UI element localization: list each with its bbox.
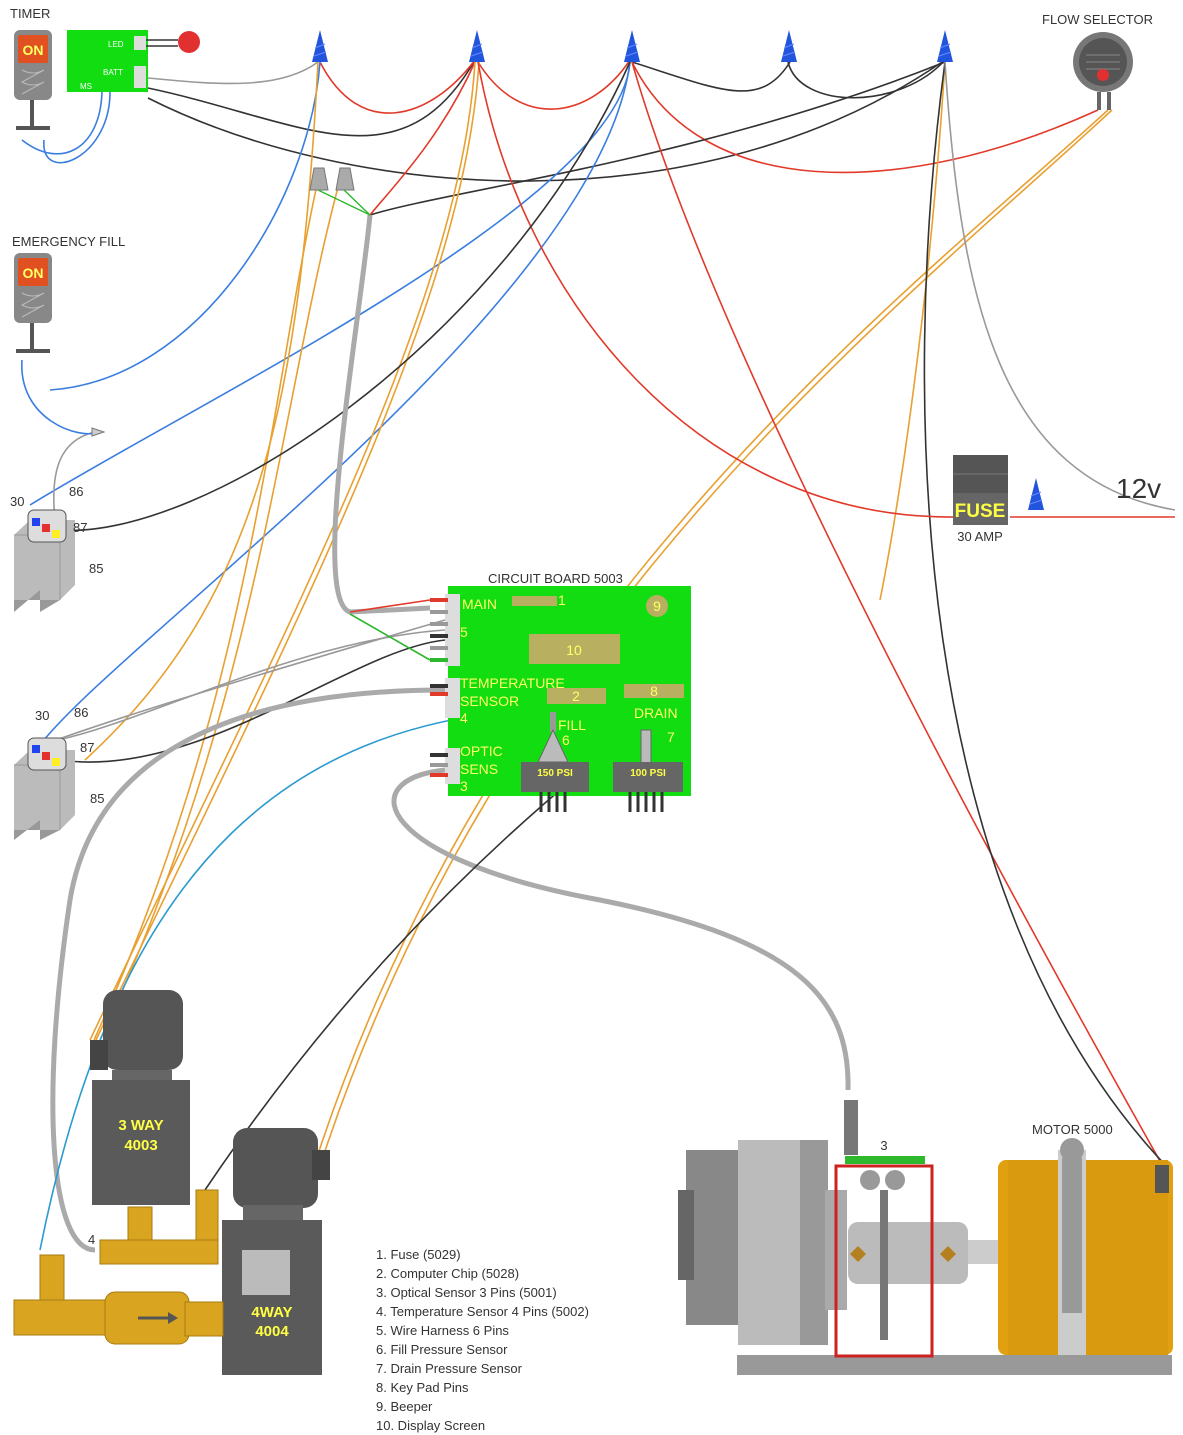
gray-connectors	[309, 167, 371, 216]
legend-item: 9. Beeper	[376, 1399, 433, 1414]
board-num-7: 7	[667, 729, 675, 745]
voltage-label: 12v	[1116, 473, 1161, 504]
ms-label: MS	[80, 82, 92, 91]
board-num-8: 8	[650, 683, 658, 699]
timer-on-label: ON	[23, 42, 44, 58]
temp-sensor-pin-label: 4	[88, 1232, 95, 1247]
valve3-label-a: 3 WAY	[118, 1117, 163, 1134]
fuse-label: FUSE	[955, 501, 1006, 522]
fuse: FUSE 30 AMP	[953, 455, 1008, 544]
valve3-label-b: 4003	[124, 1137, 157, 1154]
temperature-label: TEMPERATURE	[460, 675, 565, 691]
legend-item: 2. Computer Chip (5028)	[376, 1266, 520, 1281]
wire-nut	[312, 30, 328, 62]
led-indicator	[178, 31, 200, 53]
motor-label: MOTOR 5000	[1032, 1122, 1113, 1137]
drain-pressure-sensor: 100 PSI	[613, 729, 683, 812]
batt-label: BATT	[103, 68, 123, 77]
valve-4way: 4WAY 4004	[222, 1128, 330, 1375]
main-label: MAIN	[462, 596, 497, 612]
timer-label: TIMER	[10, 6, 50, 21]
legend-item: 5. Wire Harness 6 Pins	[376, 1323, 509, 1338]
relay-bottom-pin-86: 86	[74, 705, 88, 720]
relay-bottom-pin-30: 30	[35, 708, 49, 723]
circuit-board-title: CIRCUIT BOARD 5003	[488, 571, 623, 586]
optic-label: OPTIC	[460, 743, 503, 759]
flow-selector-label: FLOW SELECTOR	[1042, 12, 1153, 27]
drain-label: DRAIN	[634, 705, 678, 721]
timer-board: LED BATT MS	[67, 30, 148, 92]
legend-item: 6. Fill Pressure Sensor	[376, 1342, 508, 1357]
led-label: LED	[108, 40, 124, 49]
board-num-6: 6	[562, 732, 570, 748]
legend-item: 4. Temperature Sensor 4 Pins (5002)	[376, 1304, 589, 1319]
relay-top-pin-30: 30	[10, 494, 24, 509]
circuit-board: MAIN 5 TEMPERATURE SENSOR 4 OPTIC SENS 3…	[430, 586, 691, 812]
wires	[21, 59, 1176, 1253]
wire-nut	[469, 30, 485, 62]
board-num-5: 5	[460, 624, 468, 640]
motor-assembly: 3	[678, 1100, 1173, 1375]
fill-pressure-sensor: 150 PSI	[521, 712, 589, 812]
legend-item: 7. Drain Pressure Sensor	[376, 1361, 522, 1376]
wire-nuts	[312, 30, 1044, 510]
valve-3way: 3 WAY 4003	[90, 990, 190, 1205]
relay-bottom-pin-85: 85	[90, 791, 104, 806]
board-num-1: 1	[558, 592, 566, 608]
relay-top-pin-87: 87	[73, 520, 87, 535]
emergency-on-label: ON	[23, 265, 44, 281]
relay-top: 30 86 87 85	[10, 484, 103, 612]
brass-fittings	[13, 1189, 224, 1345]
board-num-4: 4	[460, 710, 468, 726]
wire-nut	[781, 30, 797, 62]
board-num-3: 3	[460, 778, 468, 794]
wire-nut	[1028, 478, 1044, 510]
wire-nut	[937, 30, 953, 62]
flow-selector-knob[interactable]	[1073, 32, 1133, 110]
emergency-fill-label: EMERGENCY FILL	[12, 234, 125, 249]
board-num-10: 10	[566, 642, 582, 658]
relay-bottom: 30 86 87 85	[14, 705, 104, 840]
psi100-label: 100 PSI	[630, 768, 666, 779]
valve4-label-b: 4004	[255, 1323, 289, 1340]
sens-label: SENS	[460, 761, 498, 777]
relay-top-pin-85: 85	[89, 561, 103, 576]
legend-item: 8. Key Pad Pins	[376, 1380, 469, 1395]
fill-label: FILL	[558, 717, 586, 733]
board-num-9: 9	[653, 598, 661, 614]
emergency-fill-switch[interactable]: ON	[14, 253, 52, 353]
sensor-label: SENSOR	[460, 693, 519, 709]
fuse-amp-label: 30 AMP	[957, 529, 1003, 544]
timer-switch[interactable]: ON	[14, 30, 52, 130]
valve4-label-a: 4WAY	[251, 1304, 292, 1321]
wire-nut	[624, 30, 640, 62]
legend-item: 10. Display Screen	[376, 1418, 486, 1433]
board-num-2: 2	[572, 688, 580, 704]
relay-bottom-pin-87: 87	[80, 740, 94, 755]
psi150-label: 150 PSI	[537, 768, 573, 779]
optical-sensor-pins-label: 3	[880, 1138, 887, 1153]
legend-item: 3. Optical Sensor 3 Pins (5001)	[376, 1285, 557, 1300]
parts-legend: 1. Fuse (5029) 2. Computer Chip (5028) 3…	[376, 1245, 589, 1435]
relay-top-pin-86: 86	[69, 484, 83, 499]
legend-item: 1. Fuse (5029)	[376, 1247, 461, 1262]
